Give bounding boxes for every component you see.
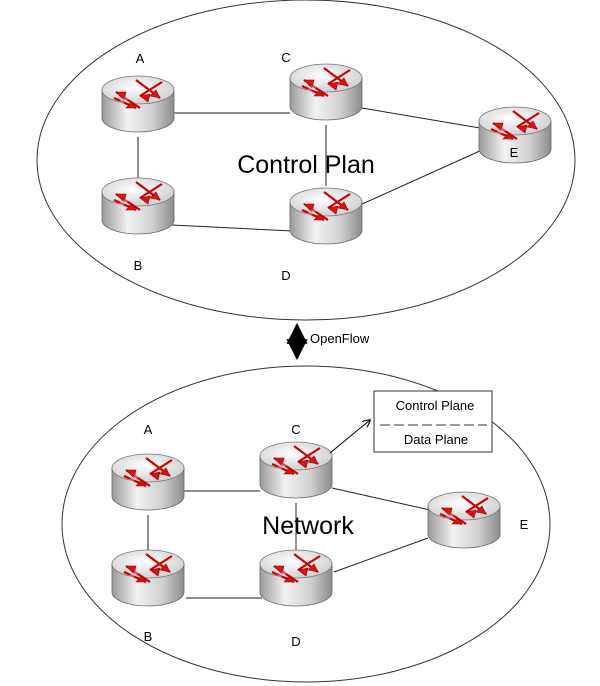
router-icon [288,186,364,246]
network-title: Network [262,512,354,540]
router-icon [110,452,186,512]
router-icon [258,548,334,608]
router-label-b: B [134,258,143,273]
router-label-e: E [510,145,519,160]
router-icon [100,176,176,236]
control-plane-boundary [36,0,576,321]
control-plane-links [137,107,483,232]
router-label-a: A [144,422,153,437]
plane-legend-box: Control Plane Data Plane [373,390,493,453]
router-icon [100,74,176,134]
router-icon [288,62,364,122]
router-label-d: D [281,268,290,283]
legend-data-plane: Data Plane [404,432,468,447]
network-router-c: C [258,422,334,500]
network-router-a: A [110,422,186,512]
control-plane-router-a: A [100,51,176,134]
router-label-e: E [520,517,529,532]
control-plane-router-d: D [281,186,364,283]
router-label-a: A [136,51,145,66]
control-plane-router-b: B [100,176,176,273]
router-detail-pointer [329,420,370,454]
router-icon [426,490,502,550]
router-label-d: D [291,634,300,649]
router-icon [258,440,334,500]
control-plane-title: Control Plan [237,151,375,179]
network-router-e: E [426,490,529,550]
router-label-c: C [281,50,290,65]
router-icon [110,548,186,608]
control-plane-router-c: C [281,50,364,122]
network-router-b: B [110,548,186,644]
router-label-c: C [291,422,300,437]
router-label-b: B [144,629,153,644]
legend-control-plane: Control Plane [396,398,475,413]
network-links [147,487,431,599]
network-boundary [61,365,551,683]
control-plane-router-e: E [477,105,553,165]
network-router-d: D [258,548,334,649]
openflow-label: OpenFlow [310,331,370,346]
